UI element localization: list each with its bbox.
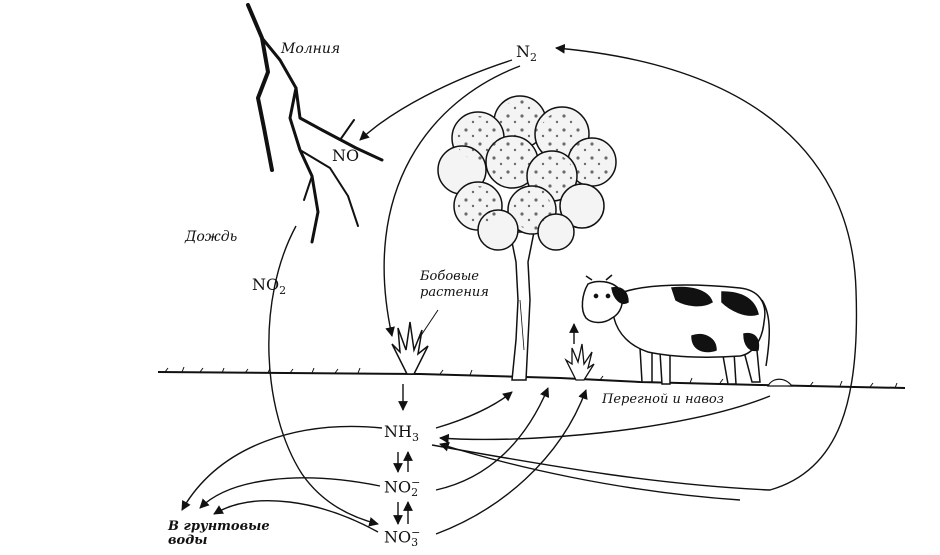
legume-plant <box>391 321 429 375</box>
no-formula: NO <box>332 146 360 165</box>
cow <box>581 274 771 385</box>
n2-formula: N2 <box>516 42 537 65</box>
legumes-label-line2: растения <box>420 284 489 300</box>
arrow-no2m-to-plants <box>435 387 550 491</box>
nitrate-formula: NO−3 <box>384 526 421 549</box>
nh3-formula: NH3 <box>384 422 419 445</box>
humus-label: Перегной и навоз <box>602 392 724 407</box>
cycle-arrows <box>181 43 858 535</box>
manure-pile <box>767 378 794 387</box>
groundwater-label: В грунтовые воды <box>168 519 270 549</box>
arrow-no3m-to-groundwater <box>213 500 379 533</box>
tree <box>437 95 617 381</box>
arrow-humus-to-nh3-a <box>439 395 771 444</box>
groundwater-label-line2: воды <box>168 533 208 549</box>
groundwater-label-line1: В грунтовые <box>168 519 270 534</box>
legumes-label-line1: Бобовые <box>420 269 479 284</box>
arrow-n2-to-no <box>359 59 513 141</box>
nitrite-formula: NO−2 <box>384 476 421 499</box>
arrow-no2m-to-groundwater <box>199 477 381 509</box>
arrow-return-to-n2 <box>431 43 858 491</box>
arrow-nh3-to-tree <box>435 391 513 429</box>
arrow-nh3-to-groundwater <box>181 425 383 511</box>
arrow-n2-to-legumes <box>383 65 521 337</box>
no2-formula: NO2 <box>252 275 287 298</box>
arrow-no2-to-no3 <box>268 225 379 527</box>
legumes-leader-line <box>417 309 439 341</box>
lightning-label: Молния <box>281 41 341 57</box>
arrow-humus-to-nh3-b <box>439 441 741 501</box>
rain-label: Дождь <box>185 229 238 245</box>
small-plant <box>564 343 595 381</box>
arrow-no3m-to-plants <box>435 389 588 535</box>
legumes-label: Бобовые растения <box>420 269 489 300</box>
lightning-bolt <box>246 3 384 244</box>
